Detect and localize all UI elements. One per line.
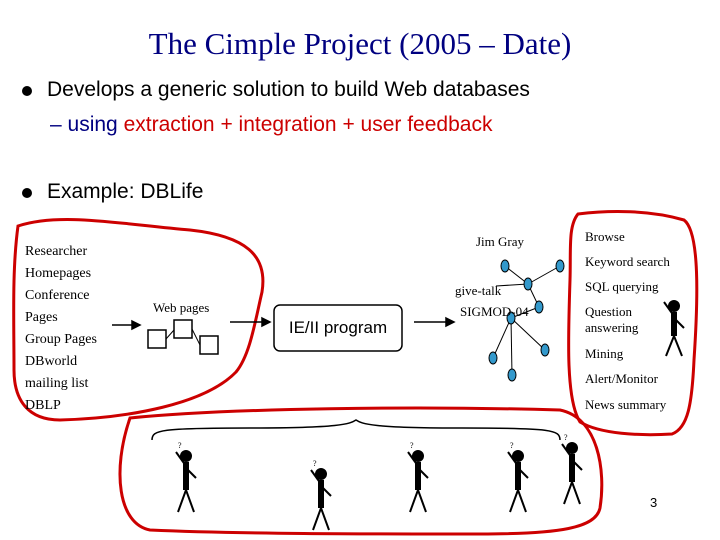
services-enclosure [567,210,699,437]
users-brace [151,419,561,441]
arrow-sources-to-pages [112,319,142,331]
graph-node [534,300,544,314]
person-icon [663,300,685,357]
users-enclosure [118,406,604,536]
source-mailing-list: mailing list [25,376,89,391]
service-answering: answering [585,320,639,335]
arrow-program-to-graph [414,316,456,328]
graph-node [488,351,498,365]
person-icon: ? [507,441,529,513]
person-icon: ? [407,441,429,513]
source-homepages: Homepages [25,266,92,281]
person-icon: ? [561,433,583,505]
source-pages: Pages [25,310,58,325]
source-group-pages: Group Pages [25,332,97,347]
sub-red-text: extraction + integration + user feedback [123,113,493,136]
give-talk-label: give-talk [455,283,502,298]
jim-gray-label: Jim Gray [476,234,525,249]
person-icon: ? [175,441,197,513]
source-conference: Conference [25,288,90,303]
entity-graph-nodes [488,259,565,382]
graph-node [506,311,516,325]
graph-node [555,259,565,273]
sub-prefix: – using [50,113,118,136]
program-box [273,304,403,352]
page-number: 3 [650,495,658,510]
source-researcher: Researcher [25,244,88,259]
bullet-dot [22,86,32,96]
sources-enclosure [12,217,265,422]
graph-node [500,259,510,273]
bullet-sub-using: – using extraction + integration + user … [50,113,492,137]
bullet-example: Example: DBLife [47,180,204,203]
web-page-icon [199,335,219,355]
program-label: IE/II program [288,318,388,337]
arrow-pages-to-program [230,316,272,328]
service-sql-querying: SQL querying [585,279,659,294]
service-browse: Browse [585,229,625,244]
web-pages-label: Web pages [153,300,210,315]
service-mining: Mining [585,346,624,361]
graph-node [523,277,533,291]
service-keyword-search: Keyword search [585,254,670,269]
bullet-develops: Develops a generic solution to build Web… [47,78,530,101]
sigmod-label: SIGMOD-04 [460,304,529,319]
graph-node [507,368,517,382]
web-page-icon [147,329,167,349]
svg-text:?: ? [510,441,514,450]
svg-text:?: ? [313,459,317,468]
person-icon: ? [310,459,332,531]
svg-text:?: ? [178,441,182,450]
source-dbworld: DBworld [25,354,78,369]
service-news-summary: News summary [585,397,667,412]
slide-title: The Cimple Project (2005 – Date) [148,26,572,61]
web-page-icon [173,319,193,339]
graph-node [540,343,550,357]
source-dblp: DBLP [25,398,61,413]
svg-text:?: ? [564,433,568,442]
entity-graph-edges [492,265,561,376]
service-question: Question [585,304,632,319]
svg-text:?: ? [410,441,414,450]
bullet-dot [22,188,32,198]
service-alert-monitor: Alert/Monitor [585,371,658,386]
